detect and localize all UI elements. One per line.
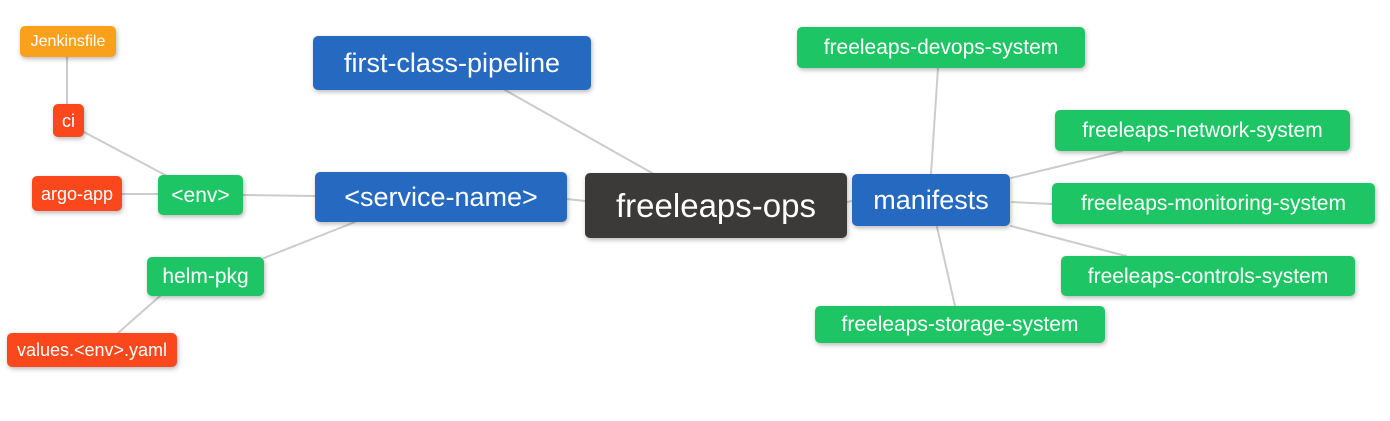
node-jenkinsfile[interactable]: Jenkinsfile xyxy=(20,26,116,57)
node-freeleaps-monitoring-system[interactable]: freeleaps-monitoring-system xyxy=(1052,183,1375,224)
node-freeleaps-network-system[interactable]: freeleaps-network-system xyxy=(1055,110,1350,151)
edge-manifests-to-freeleaps-controls-system xyxy=(1010,225,1127,257)
node-freeleaps-storage-system[interactable]: freeleaps-storage-system xyxy=(815,306,1105,343)
edge-helm-pkg-to-values-env-yaml xyxy=(117,295,161,334)
edge-manifests-to-freeleaps-storage-system xyxy=(936,226,956,307)
edge-manifests-to-freeleaps-devops-system xyxy=(930,67,939,175)
node-freeleaps-devops-system[interactable]: freeleaps-devops-system xyxy=(797,27,1085,68)
edge-first-class-pipeline-to-freeleaps-ops xyxy=(504,89,653,174)
node-ci[interactable]: ci xyxy=(53,104,84,137)
node-values-env-yaml[interactable]: values.<env>.yaml xyxy=(7,333,177,367)
edge-service-name-to-helm-pkg xyxy=(263,221,356,259)
node-first-class-pipeline[interactable]: first-class-pipeline xyxy=(313,36,591,90)
node-argo-app[interactable]: argo-app xyxy=(32,176,122,211)
edge-env-to-service-name xyxy=(242,194,316,197)
node-freeleaps-ops[interactable]: freeleaps-ops xyxy=(585,173,847,238)
node-env[interactable]: <env> xyxy=(158,175,243,215)
edge-manifests-to-freeleaps-monitoring-system xyxy=(1011,201,1053,205)
node-service-name[interactable]: <service-name> xyxy=(315,172,567,222)
node-freeleaps-controls-system[interactable]: freeleaps-controls-system xyxy=(1061,256,1355,296)
edge-service-name-to-freeleaps-ops xyxy=(566,198,586,202)
edge-ci-to-env xyxy=(83,131,168,177)
node-manifests[interactable]: manifests xyxy=(852,174,1010,226)
edge-manifests-to-freeleaps-network-system xyxy=(1010,150,1123,179)
node-helm-pkg[interactable]: helm-pkg xyxy=(147,257,264,296)
